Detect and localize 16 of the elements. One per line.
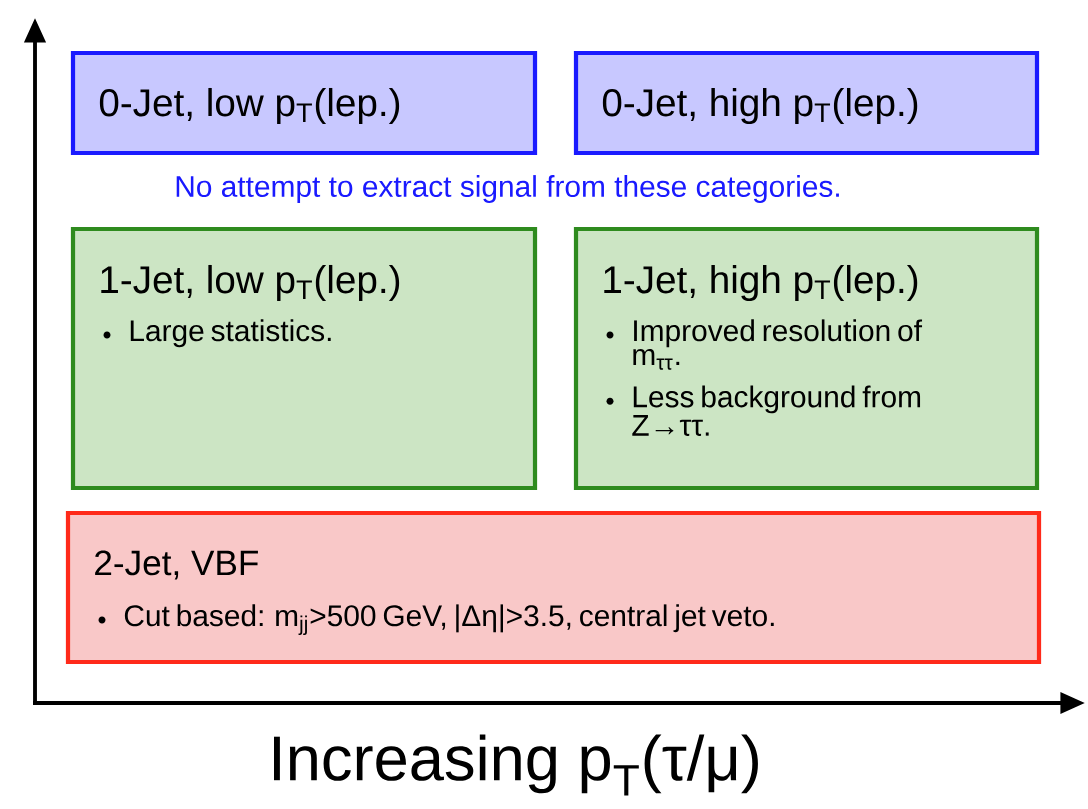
category-box <box>573 50 1040 156</box>
bullet-text: Improved resolution of m$_{ττ}$. <box>633 319 923 370</box>
note-text: No attempt to extract signal from these categories. <box>176 175 839 203</box>
category-box <box>573 226 1040 491</box>
axis-label: Increasing p$_{T}$(τ/μ) <box>274 734 758 796</box>
category-box <box>70 226 538 491</box>
bullet-text: Large statistics. <box>130 319 331 348</box>
category-box <box>70 50 538 156</box>
category-box <box>65 510 1042 665</box>
heading-text: 0-Jet, low p$_{T}$(lep.) <box>99 87 400 124</box>
bullet-text: Less background from Z→ττ. <box>632 385 921 436</box>
heading-text: 2-Jet, VBF <box>95 550 258 580</box>
heading-text: 1-Jet, low p$_{T}$(lep.) <box>101 264 400 301</box>
heading-text: 0-Jet, high p$_{T}$(lep.) <box>602 87 918 124</box>
bullet-text: Cut based: m$_{jj}$>500 GeV, |Δη|>3.5, central jet veto. <box>124 604 774 636</box>
heading-text: 1-Jet, high p$_{T}$(lep.) <box>604 264 918 301</box>
